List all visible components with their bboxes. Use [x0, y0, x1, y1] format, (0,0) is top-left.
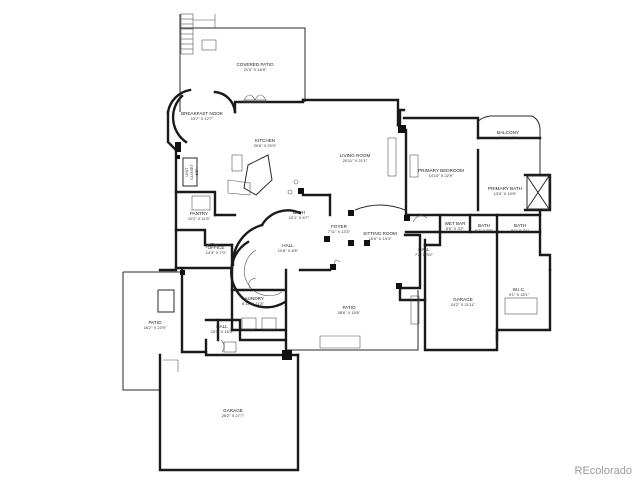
room-name-garage-right: GARAGE	[453, 297, 473, 302]
wall-lines	[122, 13, 552, 472]
room-dims-wet-bar: 5'6" X 3'2"	[446, 226, 465, 231]
room-dims-breakfast-nook: 13'7" X 12'7"	[191, 116, 214, 121]
room-dims-primary-bath: 13'0" X 10'8"	[494, 191, 517, 196]
room-dims-office: 14'3" X 7'0"	[206, 250, 227, 255]
room-name-garage-main: GARAGE	[223, 408, 243, 413]
watermark: REcolorado	[575, 465, 632, 477]
room-name-bath-small: BATH	[293, 210, 305, 215]
room-name-hall-right: HALL	[418, 247, 430, 252]
room-dims-primary-bedroom: 14'10" X 22'9"	[429, 173, 454, 178]
room-dims-balcony: 11'0" X 7'6"	[498, 135, 519, 140]
room-name-sitting-room: SITTING ROOM	[363, 231, 397, 236]
room-name-office: OFFICE	[208, 245, 225, 250]
room-name-covered-patio: COVERED PATIO	[236, 62, 274, 67]
room-dims-wic: 9'1" X 18'1"	[509, 292, 530, 297]
room-dims-foyer: 7'11" X 13'3"	[328, 229, 351, 234]
room-name-wic: W.I.C.	[513, 287, 526, 292]
room-dims-sitting-room: 10'0" X 13'3"	[369, 236, 392, 241]
room-name-pantry: PANTRY	[190, 211, 208, 216]
room-name-foyer: FOYER	[331, 224, 348, 229]
closet-label-0: UNIT	[184, 167, 189, 177]
room-name-balcony: BALCONY	[497, 130, 519, 135]
room-name-kitchen: KITCHEN	[255, 138, 275, 143]
room-name-hall-center: HALL	[282, 243, 294, 248]
pantry-shelves	[191, 195, 211, 211]
room-name-bath-mid: BATH	[478, 223, 490, 228]
closet-label-2: 5'5"	[194, 168, 199, 175]
room-dims-patio-left: 16'2" X 23'9"	[144, 325, 167, 330]
room-name-patio-center: PATIO	[342, 305, 356, 310]
closet-label-1: CLOSET	[189, 163, 194, 180]
room-name-laundry: LAUNDRY	[242, 296, 264, 301]
room-dims-bath-mid: 5'7" X 5'5"	[475, 228, 494, 233]
room-dims-hall-center: 10'8" X 8'6"	[278, 248, 299, 253]
doors	[205, 94, 428, 353]
room-dims-hall-right: 7'2" X 9'2"	[415, 252, 434, 257]
room-dims-covered-patio: 21'0" X 16'8"	[244, 67, 267, 72]
closet-labels: UNIT CLOSET 5'5"	[184, 163, 199, 180]
room-dims-bath-small: 10'1" X 6'7"	[289, 215, 310, 220]
room-name-patio-left: PATIO	[148, 320, 162, 325]
room-dims-living-room: 20'11" X 21'1"	[343, 158, 368, 163]
room-dims-bath-right: 9'1" X 7'1"	[511, 228, 530, 233]
room-labels: COVERED PATIO 21'0" X 16'8" BREAKFAST NO…	[144, 62, 530, 418]
room-dims-kitchen: 20'6" X 20'0"	[254, 143, 277, 148]
room-name-primary-bedroom: PRIMARY BEDROOM	[418, 168, 464, 173]
kitchen-island	[227, 154, 299, 196]
room-dims-hall-lower: 15'3" X 16'3"	[211, 329, 234, 334]
room-name-living-room: LIVING ROOM	[340, 153, 371, 158]
room-dims-garage-main: 26'2" X 27'7"	[222, 413, 245, 418]
room-dims-laundry: 8'11" X 11'8"	[242, 301, 265, 306]
room-dims-pantry: 10'2" X 11'5"	[188, 216, 211, 221]
room-dims-patio-center: 28'6" X 15'6"	[338, 310, 361, 315]
columns	[175, 125, 410, 360]
room-name-hall-lower: HALL	[216, 324, 228, 329]
room-name-wet-bar: WET BAR	[445, 221, 467, 226]
room-name-primary-bath: PRIMARY BATH	[488, 186, 522, 191]
room-dims-garage-right: 24'2" X 21'11"	[451, 302, 476, 307]
room-name-bath-right: BATH	[514, 223, 526, 228]
room-name-breakfast-nook: BREAKFAST NOOK	[181, 111, 224, 116]
